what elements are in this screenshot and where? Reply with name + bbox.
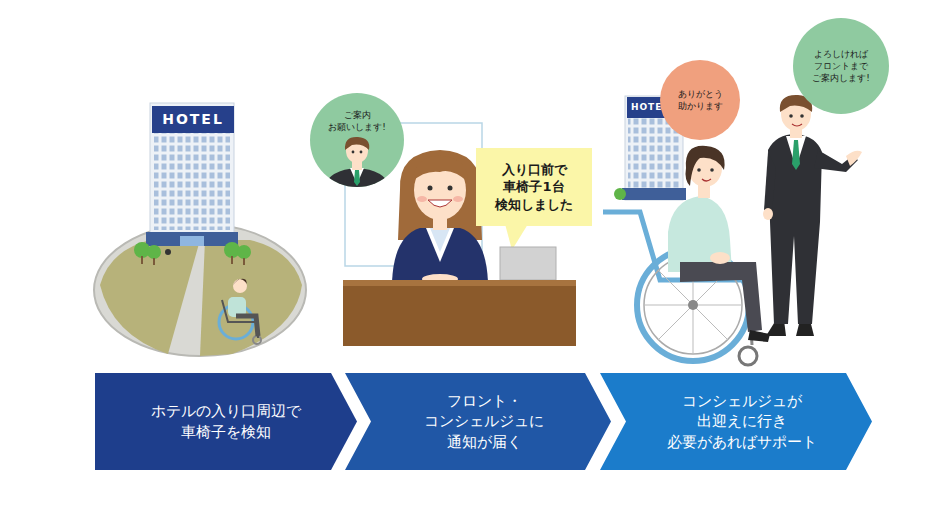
- hotel-windows: [154, 132, 230, 230]
- step-arrow: ホテルの入り口周辺で 車椅子を検知: [95, 373, 357, 470]
- step-arrow-shape: [95, 373, 357, 470]
- lawn: [100, 240, 200, 354]
- concierge: [763, 95, 862, 336]
- step-arrow: フロント・ コンシェルジュに 通知が届く: [345, 373, 611, 470]
- laptop: [500, 247, 556, 280]
- front-desk: [343, 280, 576, 346]
- wheelchair-user-small: [219, 279, 261, 344]
- tree: [614, 188, 626, 200]
- step-arrow: コンシェルジュが 出迎えに行き 必要があればサポート: [600, 373, 872, 470]
- speech-bubble: ありがとう 助かります: [660, 60, 740, 140]
- tree-trunks: [142, 256, 244, 265]
- hotel-door: [180, 236, 204, 246]
- speech-bubble-text: ご案内 お願いします!: [328, 109, 386, 133]
- notification-callout-text: 入り口前で 車椅子1台 検知しました: [495, 161, 573, 214]
- speech-bubble-text: ありがとう 助かります: [678, 88, 723, 112]
- hotel-entrance: [146, 232, 238, 246]
- trees: [134, 242, 251, 259]
- speech-bubble: ご案内 お願いします!: [310, 93, 404, 187]
- hotel-building: [150, 103, 234, 245]
- step-arrow-text: ホテルの入り口周辺で 車椅子を検知: [151, 401, 301, 442]
- wheelchair-user: [603, 146, 770, 365]
- desk-top: [343, 280, 576, 286]
- concierge-on-screen: [322, 137, 392, 192]
- hotel-sign-text: HOTEL: [162, 110, 224, 129]
- callout-tail: [505, 224, 528, 250]
- hotel-sign: HOTEL: [152, 106, 234, 133]
- step-arrow-text: フロント・ コンシェルジュに 通知が届く: [424, 391, 544, 452]
- receptionist: [392, 150, 488, 284]
- speech-bubble-text: よろしければ フロントまで ご案内します!: [812, 48, 870, 84]
- speech-bubble-shape: [660, 60, 740, 140]
- notification-callout: 入り口前で 車椅子1台 検知しました: [476, 148, 592, 226]
- speech-bubble-shape: [310, 93, 404, 187]
- hotel-entrance: [622, 188, 686, 200]
- step-arrow-text: コンシェルジュが 出迎えに行き 必要があればサポート: [667, 391, 817, 452]
- lawn: [200, 240, 302, 356]
- speech-bubble: よろしければ フロントまで ご案内します!: [793, 18, 889, 114]
- ground: [94, 224, 306, 356]
- sensor: [165, 249, 171, 255]
